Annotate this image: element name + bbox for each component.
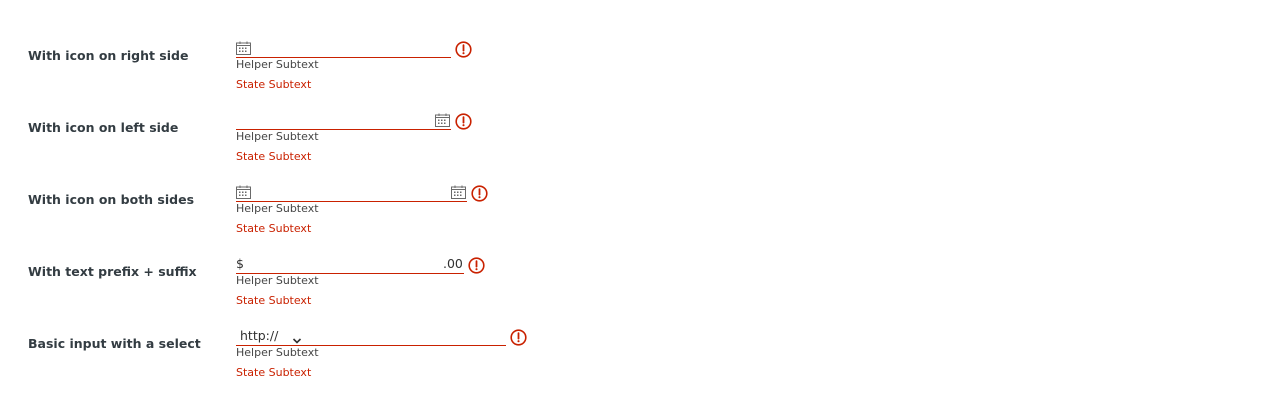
- state-subtext: State Subtext: [236, 78, 312, 91]
- calendar-icon[interactable]: [236, 185, 251, 199]
- exclamation-circle-icon: [455, 113, 472, 130]
- state-subtext: State Subtext: [236, 150, 312, 163]
- input-suffix: .00: [443, 256, 463, 271]
- helper-subtext: Helper Subtext: [236, 130, 319, 143]
- text-input[interactable]: [248, 256, 438, 272]
- helper-subtext: Helper Subtext: [236, 346, 319, 359]
- state-subtext: State Subtext: [236, 366, 312, 379]
- input-wrapper: http://: [236, 328, 506, 346]
- helper-subtext: Helper Subtext: [236, 274, 319, 287]
- row-icon-right: With icon on right side Helper Subtext S…: [0, 40, 1280, 108]
- row-icon-left: With icon on left side Helper Subtext St…: [0, 112, 1280, 180]
- input-wrapper: [236, 184, 467, 202]
- state-subtext: State Subtext: [236, 222, 312, 235]
- field-label: With icon on left side: [28, 120, 179, 135]
- calendar-icon[interactable]: [435, 113, 450, 127]
- state-subtext: State Subtext: [236, 294, 312, 307]
- row-icon-both: With icon on both sides Helper Subtext S…: [0, 184, 1280, 252]
- protocol-select[interactable]: http://: [236, 328, 308, 345]
- text-input[interactable]: [256, 40, 446, 56]
- input-wrapper: [236, 40, 451, 58]
- text-input[interactable]: [236, 112, 431, 128]
- row-input-select: Basic input with a select http:// Helper…: [0, 328, 1280, 396]
- text-input[interactable]: [256, 184, 446, 200]
- exclamation-circle-icon: [510, 329, 527, 346]
- field-label: With text prefix + suffix: [28, 264, 197, 279]
- input-wrapper: [236, 112, 451, 130]
- input-wrapper: $ .00: [236, 256, 464, 274]
- calendar-icon[interactable]: [236, 41, 251, 55]
- field-label: Basic input with a select: [28, 336, 201, 351]
- field-label: With icon on right side: [28, 48, 189, 63]
- input-prefix: $: [236, 256, 244, 271]
- exclamation-circle-icon: [455, 41, 472, 58]
- field-label: With icon on both sides: [28, 192, 195, 207]
- select-value: http://: [240, 328, 279, 343]
- exclamation-circle-icon: [471, 185, 488, 202]
- exclamation-circle-icon: [468, 257, 485, 274]
- chevron-down-icon: [292, 331, 302, 344]
- helper-subtext: Helper Subtext: [236, 202, 319, 215]
- helper-subtext: Helper Subtext: [236, 58, 319, 71]
- calendar-icon[interactable]: [451, 185, 466, 199]
- text-input[interactable]: [312, 328, 502, 344]
- row-prefix-suffix: With text prefix + suffix $ .00 Helper S…: [0, 256, 1280, 324]
